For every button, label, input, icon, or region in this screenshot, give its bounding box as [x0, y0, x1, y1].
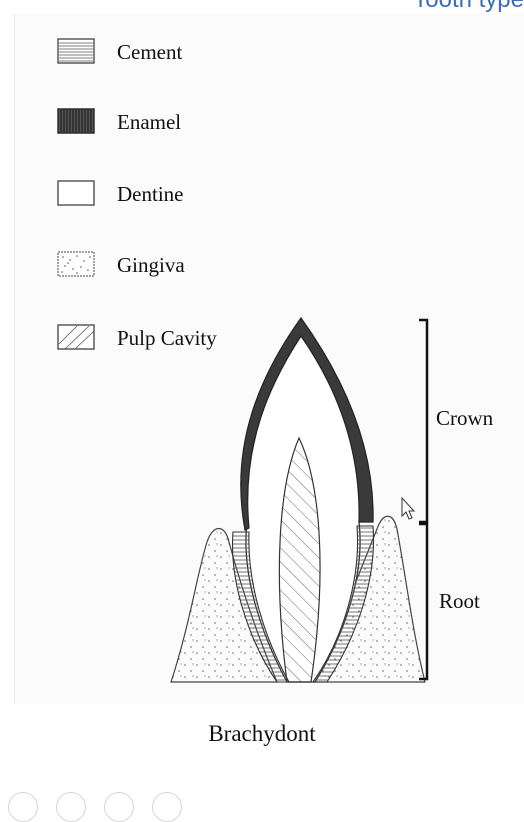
root-bracket [419, 524, 427, 679]
mouse-cursor-icon [402, 498, 414, 519]
circle-control-icon[interactable] [8, 792, 38, 822]
page-title-fragment: Tooth type [413, 0, 524, 14]
circle-control-icon[interactable] [104, 792, 134, 822]
crown-label: Crown [436, 406, 493, 430]
crown-bracket [419, 320, 427, 522]
root-label: Root [439, 589, 480, 613]
circle-control-icon[interactable] [56, 792, 86, 822]
diagram-caption: Brachydont [0, 720, 524, 748]
circle-control-icon[interactable] [152, 792, 182, 822]
diagram-paper: Cement Enamel Dentine [14, 14, 524, 704]
player-controls [4, 792, 204, 812]
